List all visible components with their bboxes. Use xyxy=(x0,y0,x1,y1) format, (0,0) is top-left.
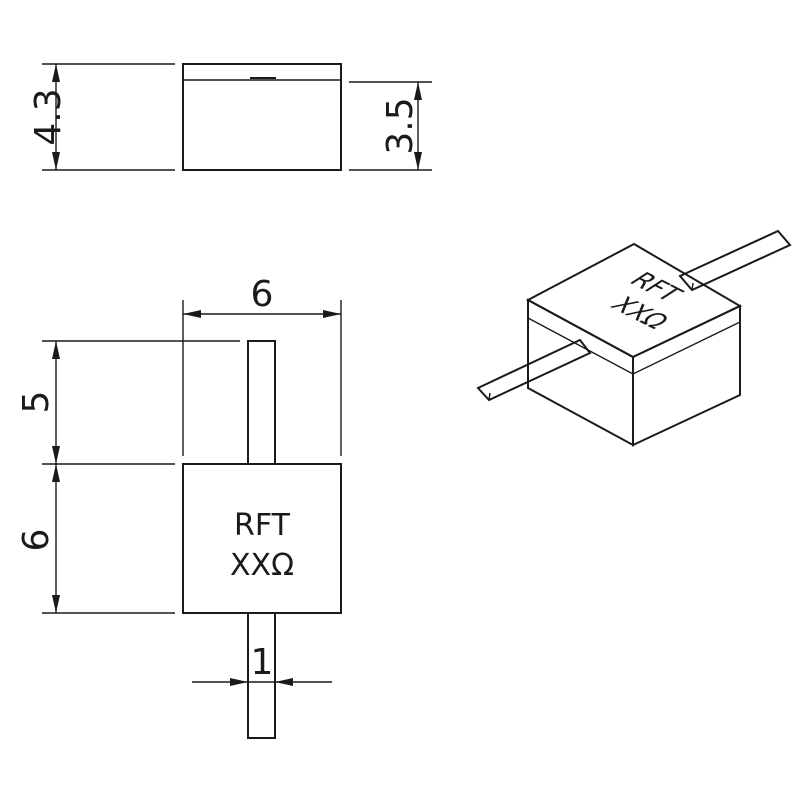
arrowhead-right xyxy=(323,310,341,318)
top-view-lead-lower xyxy=(247,612,276,739)
arrowhead-up xyxy=(414,82,422,100)
iso-lid-line xyxy=(527,317,741,375)
arrowhead-down xyxy=(52,595,60,613)
side-view-body xyxy=(182,63,342,171)
iso-body-top-face xyxy=(525,242,743,359)
body-length-label: 6 xyxy=(16,529,57,552)
iso-lead-front-edge xyxy=(488,392,491,401)
iso-lead-front xyxy=(476,338,592,402)
iso-lead-back-edge xyxy=(691,282,694,291)
marking-line2: XXΩ xyxy=(230,548,294,583)
body-width-label: 6 xyxy=(251,274,274,315)
top-view-lead-upper xyxy=(247,340,276,465)
body-height-label: 3.5 xyxy=(380,97,421,154)
arrowhead-down xyxy=(52,446,60,464)
total-height-label: 4.3 xyxy=(28,88,69,145)
dimension-lead-length: 5 xyxy=(16,340,240,465)
arrowhead-up xyxy=(52,341,60,359)
dimension-body-height: 3.5 xyxy=(349,81,432,171)
dimension-body-width: 6 xyxy=(182,274,342,456)
lead-length-label: 5 xyxy=(16,391,57,414)
top-view: RFT XXΩ 6 5 6 xyxy=(16,274,342,739)
dimension-total-height: 4.3 xyxy=(28,63,175,171)
marking-line1: RFT xyxy=(234,508,291,543)
arrowhead-left xyxy=(183,310,201,318)
lead-width-label: 1 xyxy=(251,642,274,683)
dimension-body-length: 6 xyxy=(16,464,175,614)
isometric-view: RFT XXΩ xyxy=(476,229,792,447)
dimension-lead-width: 1 xyxy=(192,642,332,686)
arrowhead-left xyxy=(275,678,293,686)
iso-body-left-face xyxy=(527,298,634,447)
arrowhead-right xyxy=(230,678,248,686)
arrowhead-down xyxy=(52,152,60,170)
arrowhead-down xyxy=(414,152,422,170)
arrowhead-up xyxy=(52,464,60,482)
iso-lead-back xyxy=(678,229,792,292)
arrowhead-up xyxy=(52,64,60,82)
side-view: 4.3 3.5 xyxy=(28,63,432,171)
